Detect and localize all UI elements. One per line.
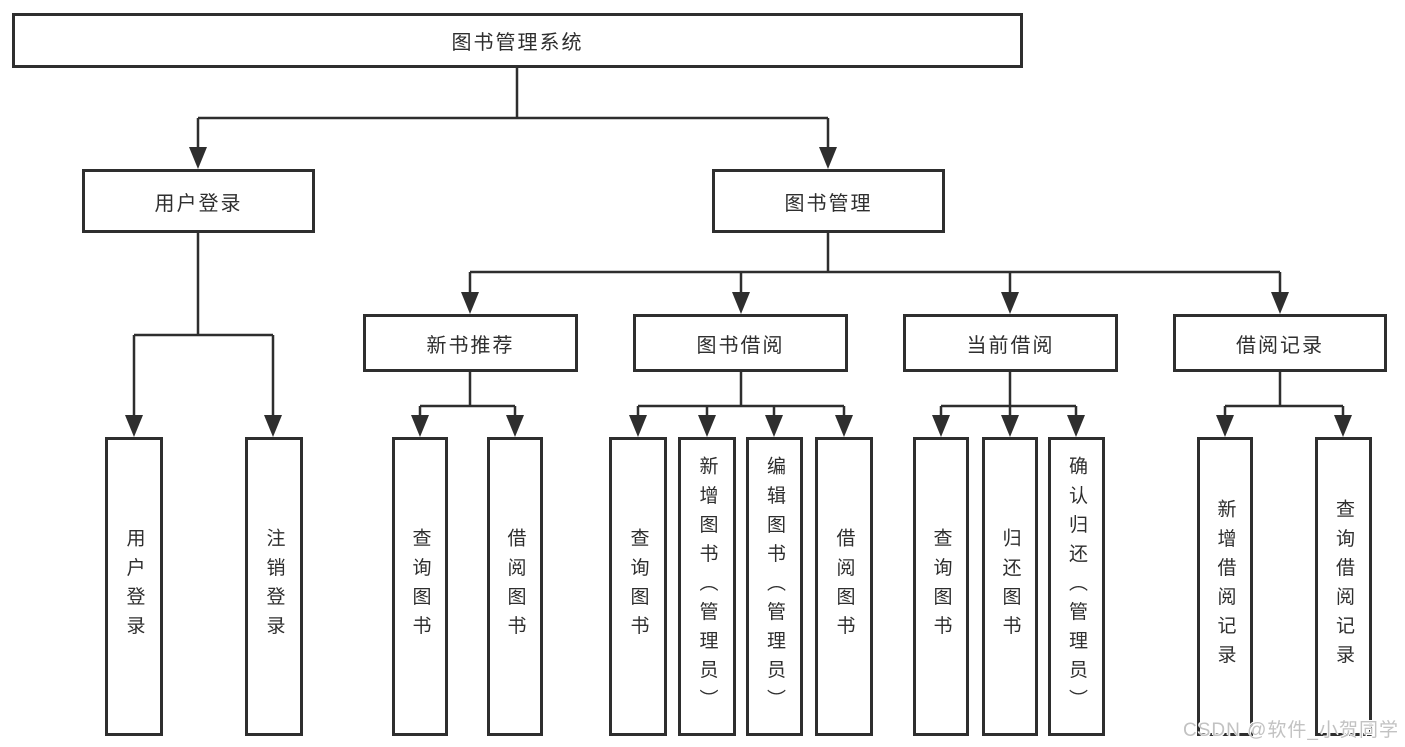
- connector-new-book-children: [411, 372, 524, 437]
- connector-user-login-children: [125, 233, 282, 437]
- node-user-login: 用户登录: [82, 169, 315, 233]
- node-book-borrow: 图书借阅: [633, 314, 848, 372]
- arrowhead: [189, 147, 207, 169]
- arrowhead: [835, 415, 853, 437]
- arrowhead: [1271, 292, 1289, 314]
- arrowhead: [932, 415, 950, 437]
- connector-borrow-records-children: [1216, 372, 1352, 437]
- connector-book-management-to-level3: [461, 233, 1289, 314]
- leaf-query-borrow-record: 查询借阅记录: [1315, 437, 1372, 736]
- arrowhead: [765, 415, 783, 437]
- connector-current-borrow-children: [932, 372, 1085, 437]
- arrowhead: [698, 415, 716, 437]
- arrowhead: [411, 415, 429, 437]
- leaf-query-books-recommend: 查询图书: [392, 437, 448, 736]
- leaf-borrow-books: 借阅图书: [815, 437, 873, 736]
- leaf-confirm-return-admin: 确认归还（管理员）: [1048, 437, 1105, 736]
- arrowhead: [461, 292, 479, 314]
- leaf-logout: 注销登录: [245, 437, 303, 736]
- arrowhead: [125, 415, 143, 437]
- arrowhead: [1334, 415, 1352, 437]
- arrowhead: [819, 147, 837, 169]
- arrowhead: [1216, 415, 1234, 437]
- node-book-management: 图书管理: [712, 169, 945, 233]
- arrowhead: [732, 292, 750, 314]
- node-new-book-recommend: 新书推荐: [363, 314, 578, 372]
- arrowhead: [506, 415, 524, 437]
- csdn-watermark: CSDN @软件_小贺同学: [1183, 720, 1399, 741]
- arrowhead: [1001, 415, 1019, 437]
- node-root-system: 图书管理系统: [12, 13, 1023, 68]
- leaf-user-login: 用户登录: [105, 437, 163, 736]
- leaf-query-books-current: 查询图书: [913, 437, 969, 736]
- leaf-add-borrow-record: 新增借阅记录: [1197, 437, 1253, 736]
- leaf-edit-book-admin: 编辑图书（管理员）: [746, 437, 803, 736]
- arrowhead: [264, 415, 282, 437]
- leaf-query-books-borrow: 查询图书: [609, 437, 667, 736]
- arrowhead: [629, 415, 647, 437]
- leaf-return-book: 归还图书: [982, 437, 1038, 736]
- connector-book-borrow-children: [629, 372, 853, 437]
- connector-root-to-level2: [189, 68, 837, 169]
- node-current-borrow: 当前借阅: [903, 314, 1118, 372]
- leaf-borrow-books-recommend: 借阅图书: [487, 437, 543, 736]
- node-borrow-records: 借阅记录: [1173, 314, 1387, 372]
- arrowhead: [1067, 415, 1085, 437]
- arrowhead: [1001, 292, 1019, 314]
- leaf-add-book-admin: 新增图书（管理员）: [678, 437, 736, 736]
